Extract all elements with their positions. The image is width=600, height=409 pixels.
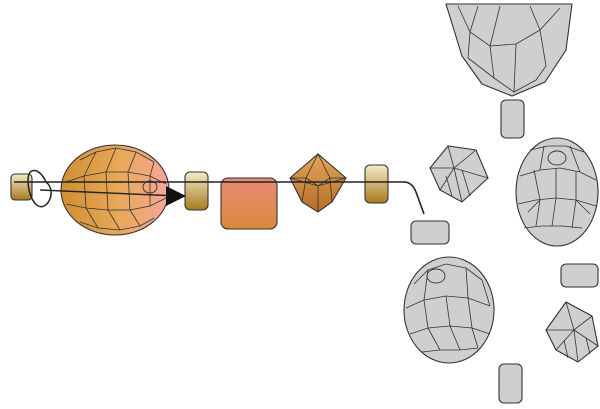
grey-bicone-bead-1: [429, 145, 489, 203]
grey-faceted-drop-bead: [445, 3, 573, 97]
beading-thread-icon: [14, 181, 425, 215]
grey-faceted-oval-bead-1: [515, 137, 599, 247]
grey-spacer-bead-top: [500, 99, 525, 139]
gold-spacer-bead-right: [364, 164, 389, 204]
needle-arrow-icon: [166, 186, 186, 206]
gold-spacer-bead-2: [184, 171, 209, 211]
grey-spacer-bead-middle: [410, 220, 450, 245]
amber-faceted-oval-bead: [60, 144, 170, 236]
grey-faceted-oval-bead-2: [403, 256, 495, 364]
copper-bicone-bead: [289, 153, 347, 213]
gold-spacer-bead-left: [10, 173, 33, 201]
grey-spacer-bead-right: [560, 263, 599, 288]
grey-spacer-bead-bottom: [498, 363, 523, 404]
wire-loop-icon: [27, 169, 52, 208]
grey-bicone-bead-2: [545, 301, 599, 363]
pink-cube-bead: [220, 177, 278, 230]
